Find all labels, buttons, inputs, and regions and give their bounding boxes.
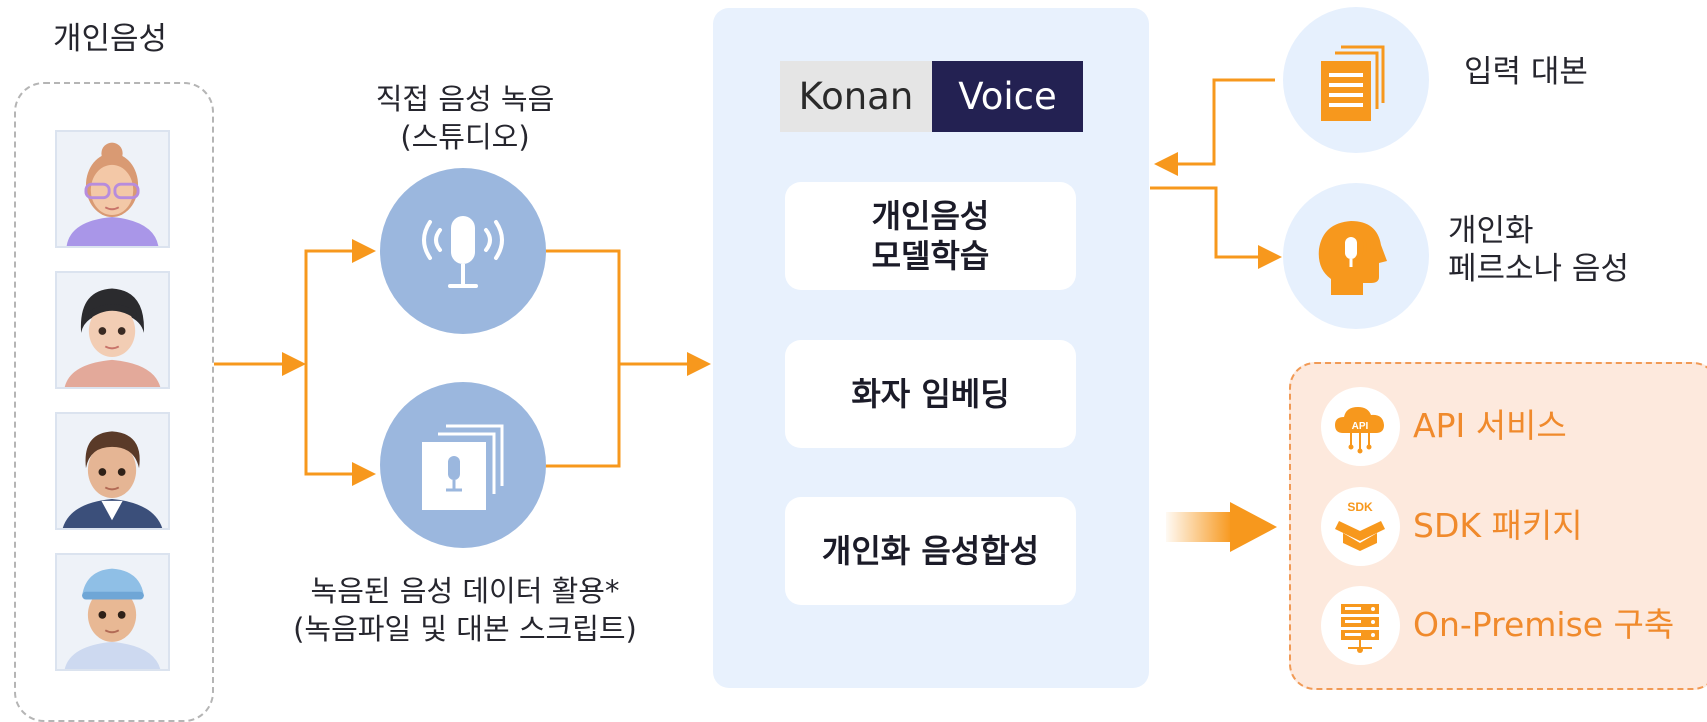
flow-arrow-to-deploy: [1166, 502, 1277, 552]
arrow-to-studio: [304, 239, 376, 364]
sdk-package-icon: SDK: [1321, 487, 1400, 566]
studio-recording-label: 직접 음성 녹음 (스튜디오): [375, 82, 555, 154]
avatar: [55, 553, 170, 671]
recorded-data-label: 녹음된 음성 데이터 활용* (녹음파일 및 대본 스크립트): [293, 574, 637, 646]
recorded-files-icon: [422, 424, 504, 510]
api-icon-text: API: [1352, 421, 1369, 432]
microphone-icon: [422, 216, 504, 288]
logo-konan-text: Konan: [780, 61, 932, 132]
sdk-package-label: SDK 패키지: [1413, 506, 1583, 545]
studio-recording-node: [380, 168, 546, 334]
persona-voice-node: [1283, 183, 1429, 329]
input-script-node: [1283, 7, 1429, 153]
step-voice-synthesis: 개인화 음성합성: [785, 497, 1076, 605]
api-service-label: API 서비스: [1413, 406, 1567, 445]
server-rack-icon: [1321, 586, 1400, 665]
step-model-training: 개인음성 모델학습: [785, 182, 1076, 290]
document-stack-icon: [1321, 45, 1385, 121]
arrow-engine-to-voice: [1150, 186, 1282, 269]
avatar: [55, 130, 170, 248]
logo-voice-text: Voice: [932, 61, 1083, 132]
avatar: [55, 271, 170, 389]
arrow-sources-merge: [545, 249, 621, 468]
head-voice-icon: [1318, 221, 1387, 295]
persona-title: 개인음성: [53, 21, 168, 57]
input-script-label: 입력 대본: [1464, 54, 1588, 90]
recorded-data-node: [380, 382, 546, 548]
persona-voice-label: 개인화 페르소나 음성: [1448, 213, 1629, 287]
sdk-icon-text: SDK: [1347, 500, 1373, 514]
arrow-to-recorded: [304, 364, 376, 486]
on-premise-label: On-Premise 구축: [1413, 605, 1675, 644]
konan-voice-logo: Konan Voice: [780, 61, 1083, 132]
arrow-script-to-engine: [1154, 78, 1275, 176]
avatar: [55, 412, 170, 530]
api-cloud-icon: API: [1321, 387, 1400, 466]
step-speaker-embedding: 화자 임베딩: [785, 340, 1076, 448]
